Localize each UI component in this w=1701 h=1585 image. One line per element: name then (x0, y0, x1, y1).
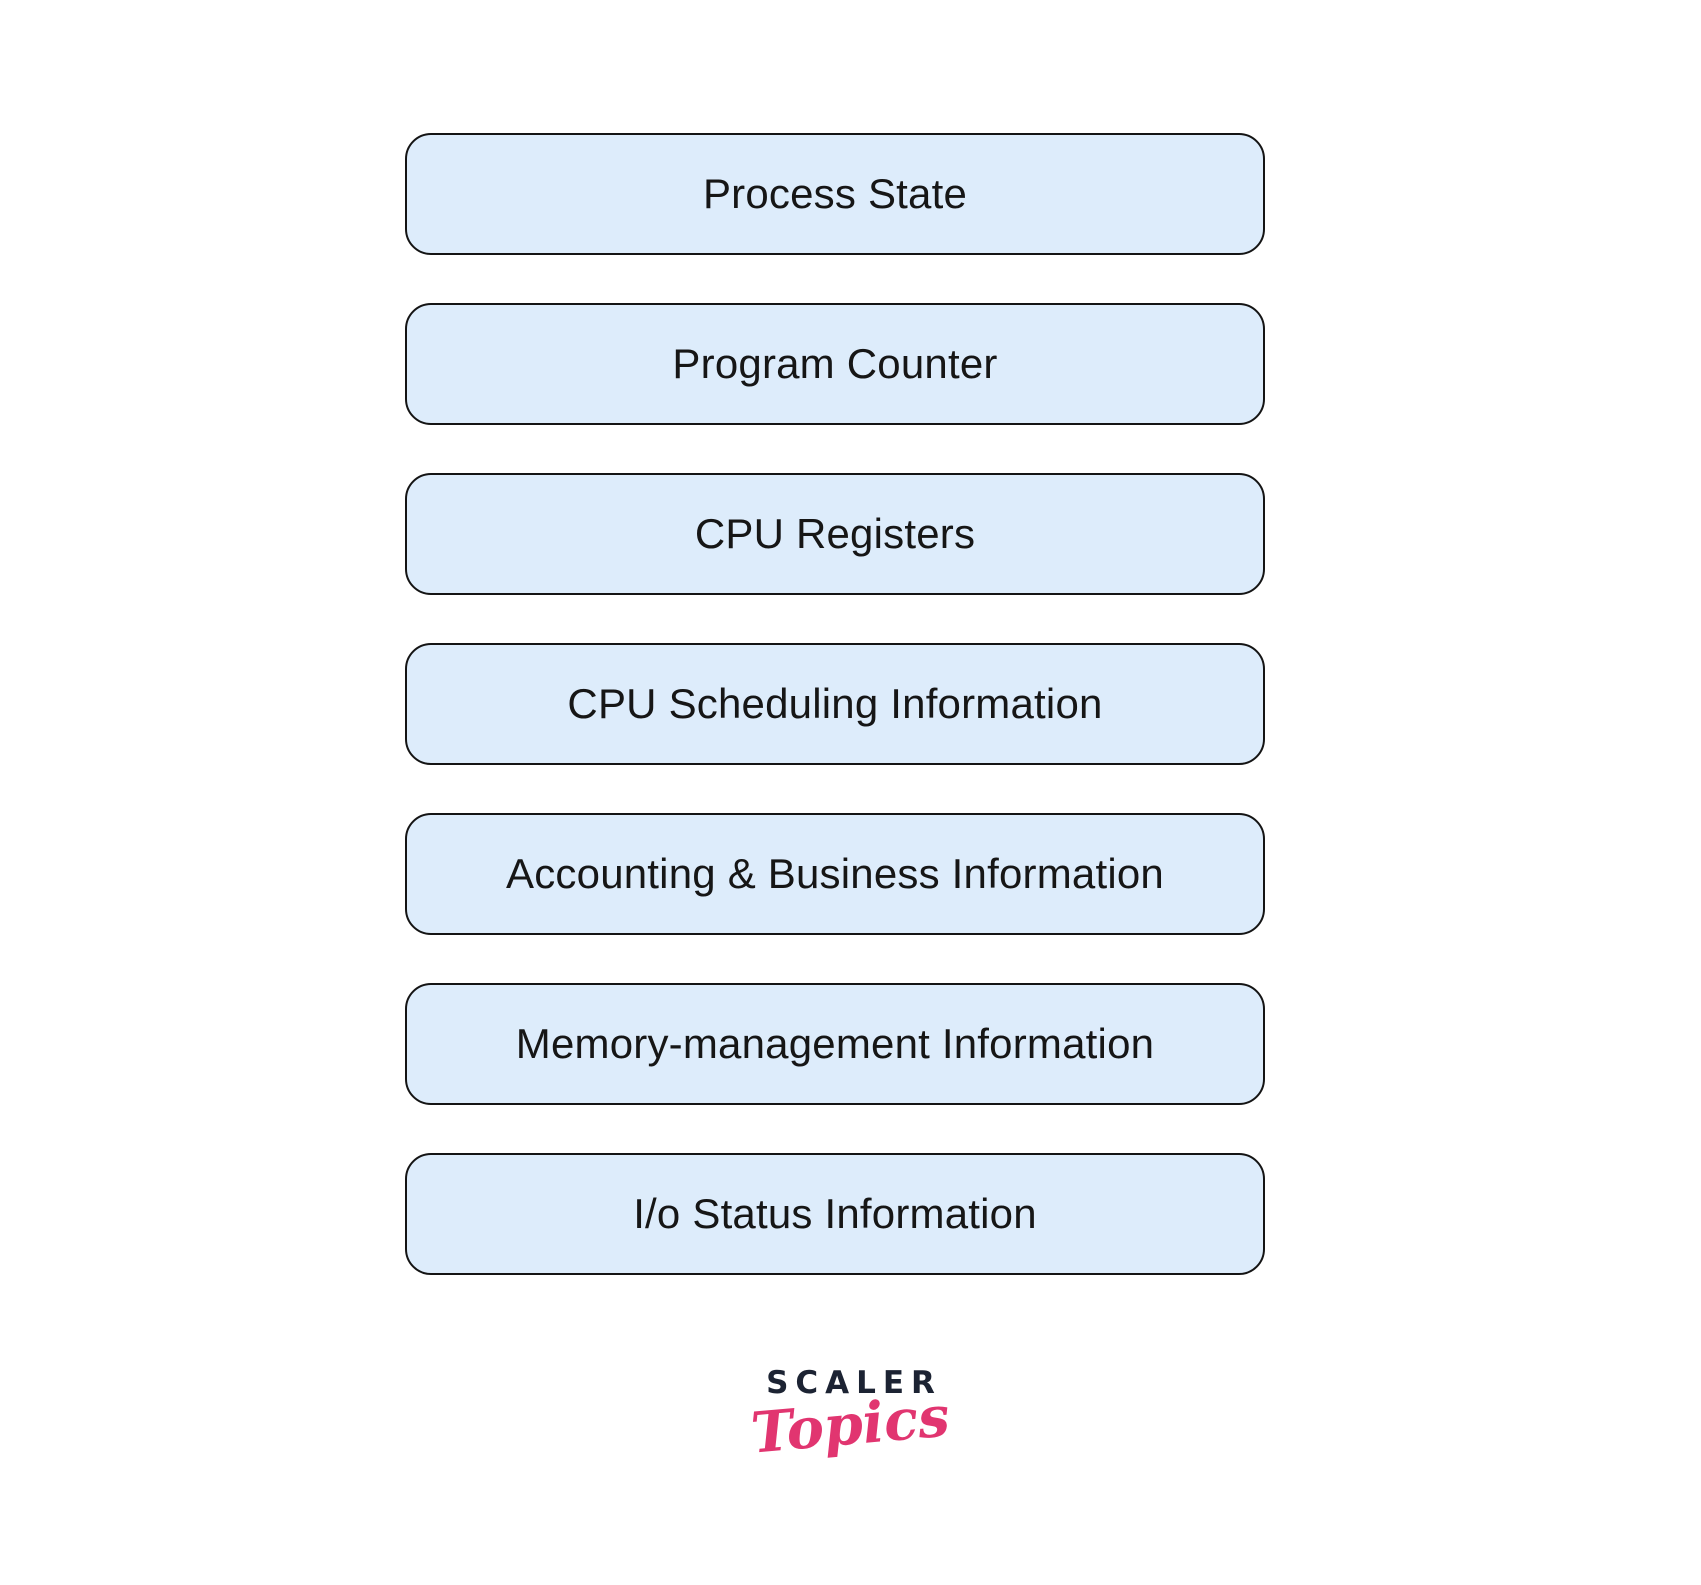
pcb-box-memory-management-information: Memory-management Information (405, 983, 1265, 1105)
pcb-box-label: Process State (702, 170, 968, 217)
pcb-box-label: CPU Registers (694, 510, 976, 557)
pcb-box-process-state: Process State (405, 133, 1265, 255)
scaler-topics-logo: SCALER Topics (0, 1365, 1701, 1467)
pcb-box-io-status-information: I/o Status Information (405, 1153, 1265, 1275)
pcb-box-label: Program Counter (672, 340, 998, 387)
pcb-box-program-counter: Program Counter (405, 303, 1265, 425)
scaler-logo-wordmark: SCALER (766, 1365, 942, 1401)
pcb-box-label: I/o Status Information (633, 1190, 1037, 1237)
pcb-diagram-stack: Process State Program Counter CPU Regist… (405, 133, 1265, 1275)
pcb-box-label: CPU Scheduling Information (567, 680, 1103, 727)
pcb-box-label: Memory-management Information (515, 1020, 1155, 1067)
pcb-box-cpu-registers: CPU Registers (405, 473, 1265, 595)
pcb-box-cpu-scheduling-information: CPU Scheduling Information (405, 643, 1265, 765)
pcb-box-label: Accounting & Business Information (506, 850, 1164, 897)
topics-logo-script: Topics (748, 1383, 953, 1467)
pcb-box-accounting-business-information: Accounting & Business Information (405, 813, 1265, 935)
